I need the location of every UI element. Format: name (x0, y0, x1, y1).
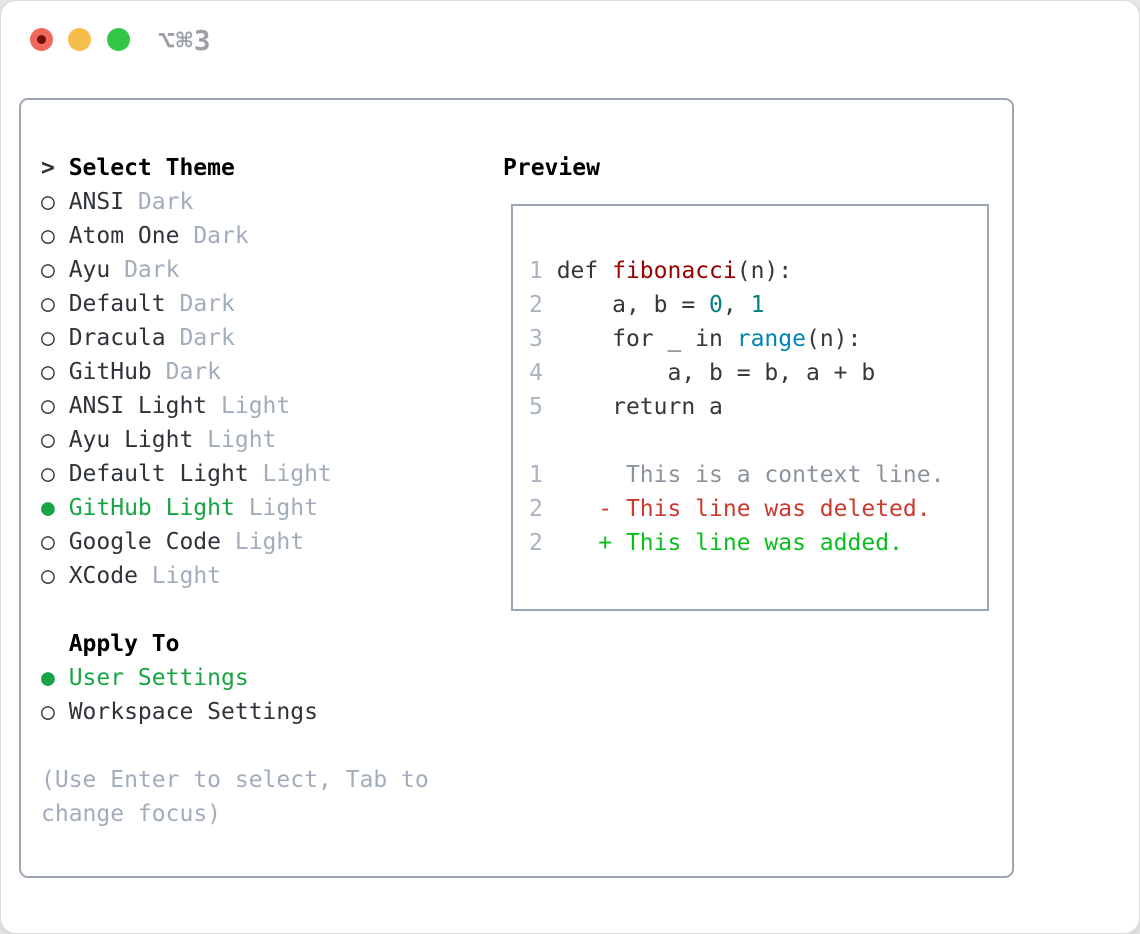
variant-badge: Dark (124, 257, 180, 283)
titlebar: ⌥⌘3 (1, 1, 1139, 77)
variant-badge: Light (151, 563, 222, 589)
spacer (41, 593, 481, 627)
code-line: 4 a, b = b, a + b (529, 360, 876, 386)
variant-badge: Dark (179, 325, 235, 351)
radio-icon: ○ (41, 529, 55, 555)
variant-badge: Light (207, 427, 277, 453)
preview-header: Preview (503, 155, 600, 181)
variant-badge: Light (248, 495, 318, 521)
line-number: 1 (529, 258, 543, 284)
focus-caret-icon: > (41, 155, 55, 181)
line-number: 3 (529, 326, 543, 352)
line-number: 4 (529, 360, 543, 386)
diff-line-context: 1 This is a context line. (529, 462, 945, 488)
radio-icon: ○ (41, 563, 55, 589)
radio-icon: ○ (41, 223, 55, 249)
help-text: (Use Enter to select, Tab to change focu… (41, 767, 429, 827)
line-number: 2 (529, 496, 543, 522)
radio-icon: ○ (41, 257, 55, 283)
variant-badge: Dark (137, 189, 194, 215)
radio-icon: ○ (41, 461, 55, 487)
close-button[interactable] (30, 28, 53, 51)
radio-icon: ○ (41, 699, 55, 725)
line-number: 2 (529, 292, 543, 318)
diff-line-added: 2 + This line was added. (529, 530, 903, 556)
zoom-button[interactable] (107, 28, 130, 51)
select-theme-header: > Select Theme (41, 151, 481, 185)
apply-to-header: Apply To (68, 631, 180, 657)
apply-option-user-settings[interactable]: ●User Settings (41, 661, 481, 695)
variant-badge: Light (262, 461, 332, 487)
radio-icon: ○ (41, 325, 55, 351)
variant-badge: Dark (193, 223, 249, 249)
select-theme-header-label: Select Theme (68, 155, 235, 181)
radio-icon: ○ (41, 291, 55, 317)
radio-selected-icon: ● (41, 495, 55, 521)
spacer (41, 729, 481, 763)
radio-icon: ○ (41, 427, 55, 453)
radio-icon: ○ (41, 359, 55, 385)
variant-badge: Light (221, 393, 291, 419)
code-line: 1 def fibonacci(n): (529, 258, 793, 284)
code-line: 5 return a (529, 394, 723, 420)
variant-badge: Dark (165, 359, 222, 385)
line-number: 1 (529, 462, 543, 488)
variant-badge: Light (234, 529, 305, 555)
diff-line-deleted: 2 - This line was deleted. (529, 496, 931, 522)
code-line: 2 a, b = 0, 1 (529, 292, 765, 318)
spacer (529, 424, 987, 458)
variant-badge: Dark (179, 291, 235, 317)
radio-icon: ○ (41, 393, 55, 419)
apply-option-workspace-settings[interactable]: ○Workspace Settings (41, 695, 481, 729)
preview-pane: 1 def fibonacci(n): 2 a, b = 0, 1 3 for … (511, 204, 989, 611)
window-title: ⌥⌘3 (158, 24, 212, 57)
line-number: 2 (529, 530, 543, 556)
line-number: 5 (529, 394, 543, 420)
minimize-button[interactable] (68, 28, 91, 51)
close-dot-icon (37, 35, 46, 44)
radio-icon: ○ (41, 189, 55, 215)
radio-selected-icon: ● (41, 665, 55, 691)
code-line: 3 for _ in range(n): (529, 326, 862, 352)
